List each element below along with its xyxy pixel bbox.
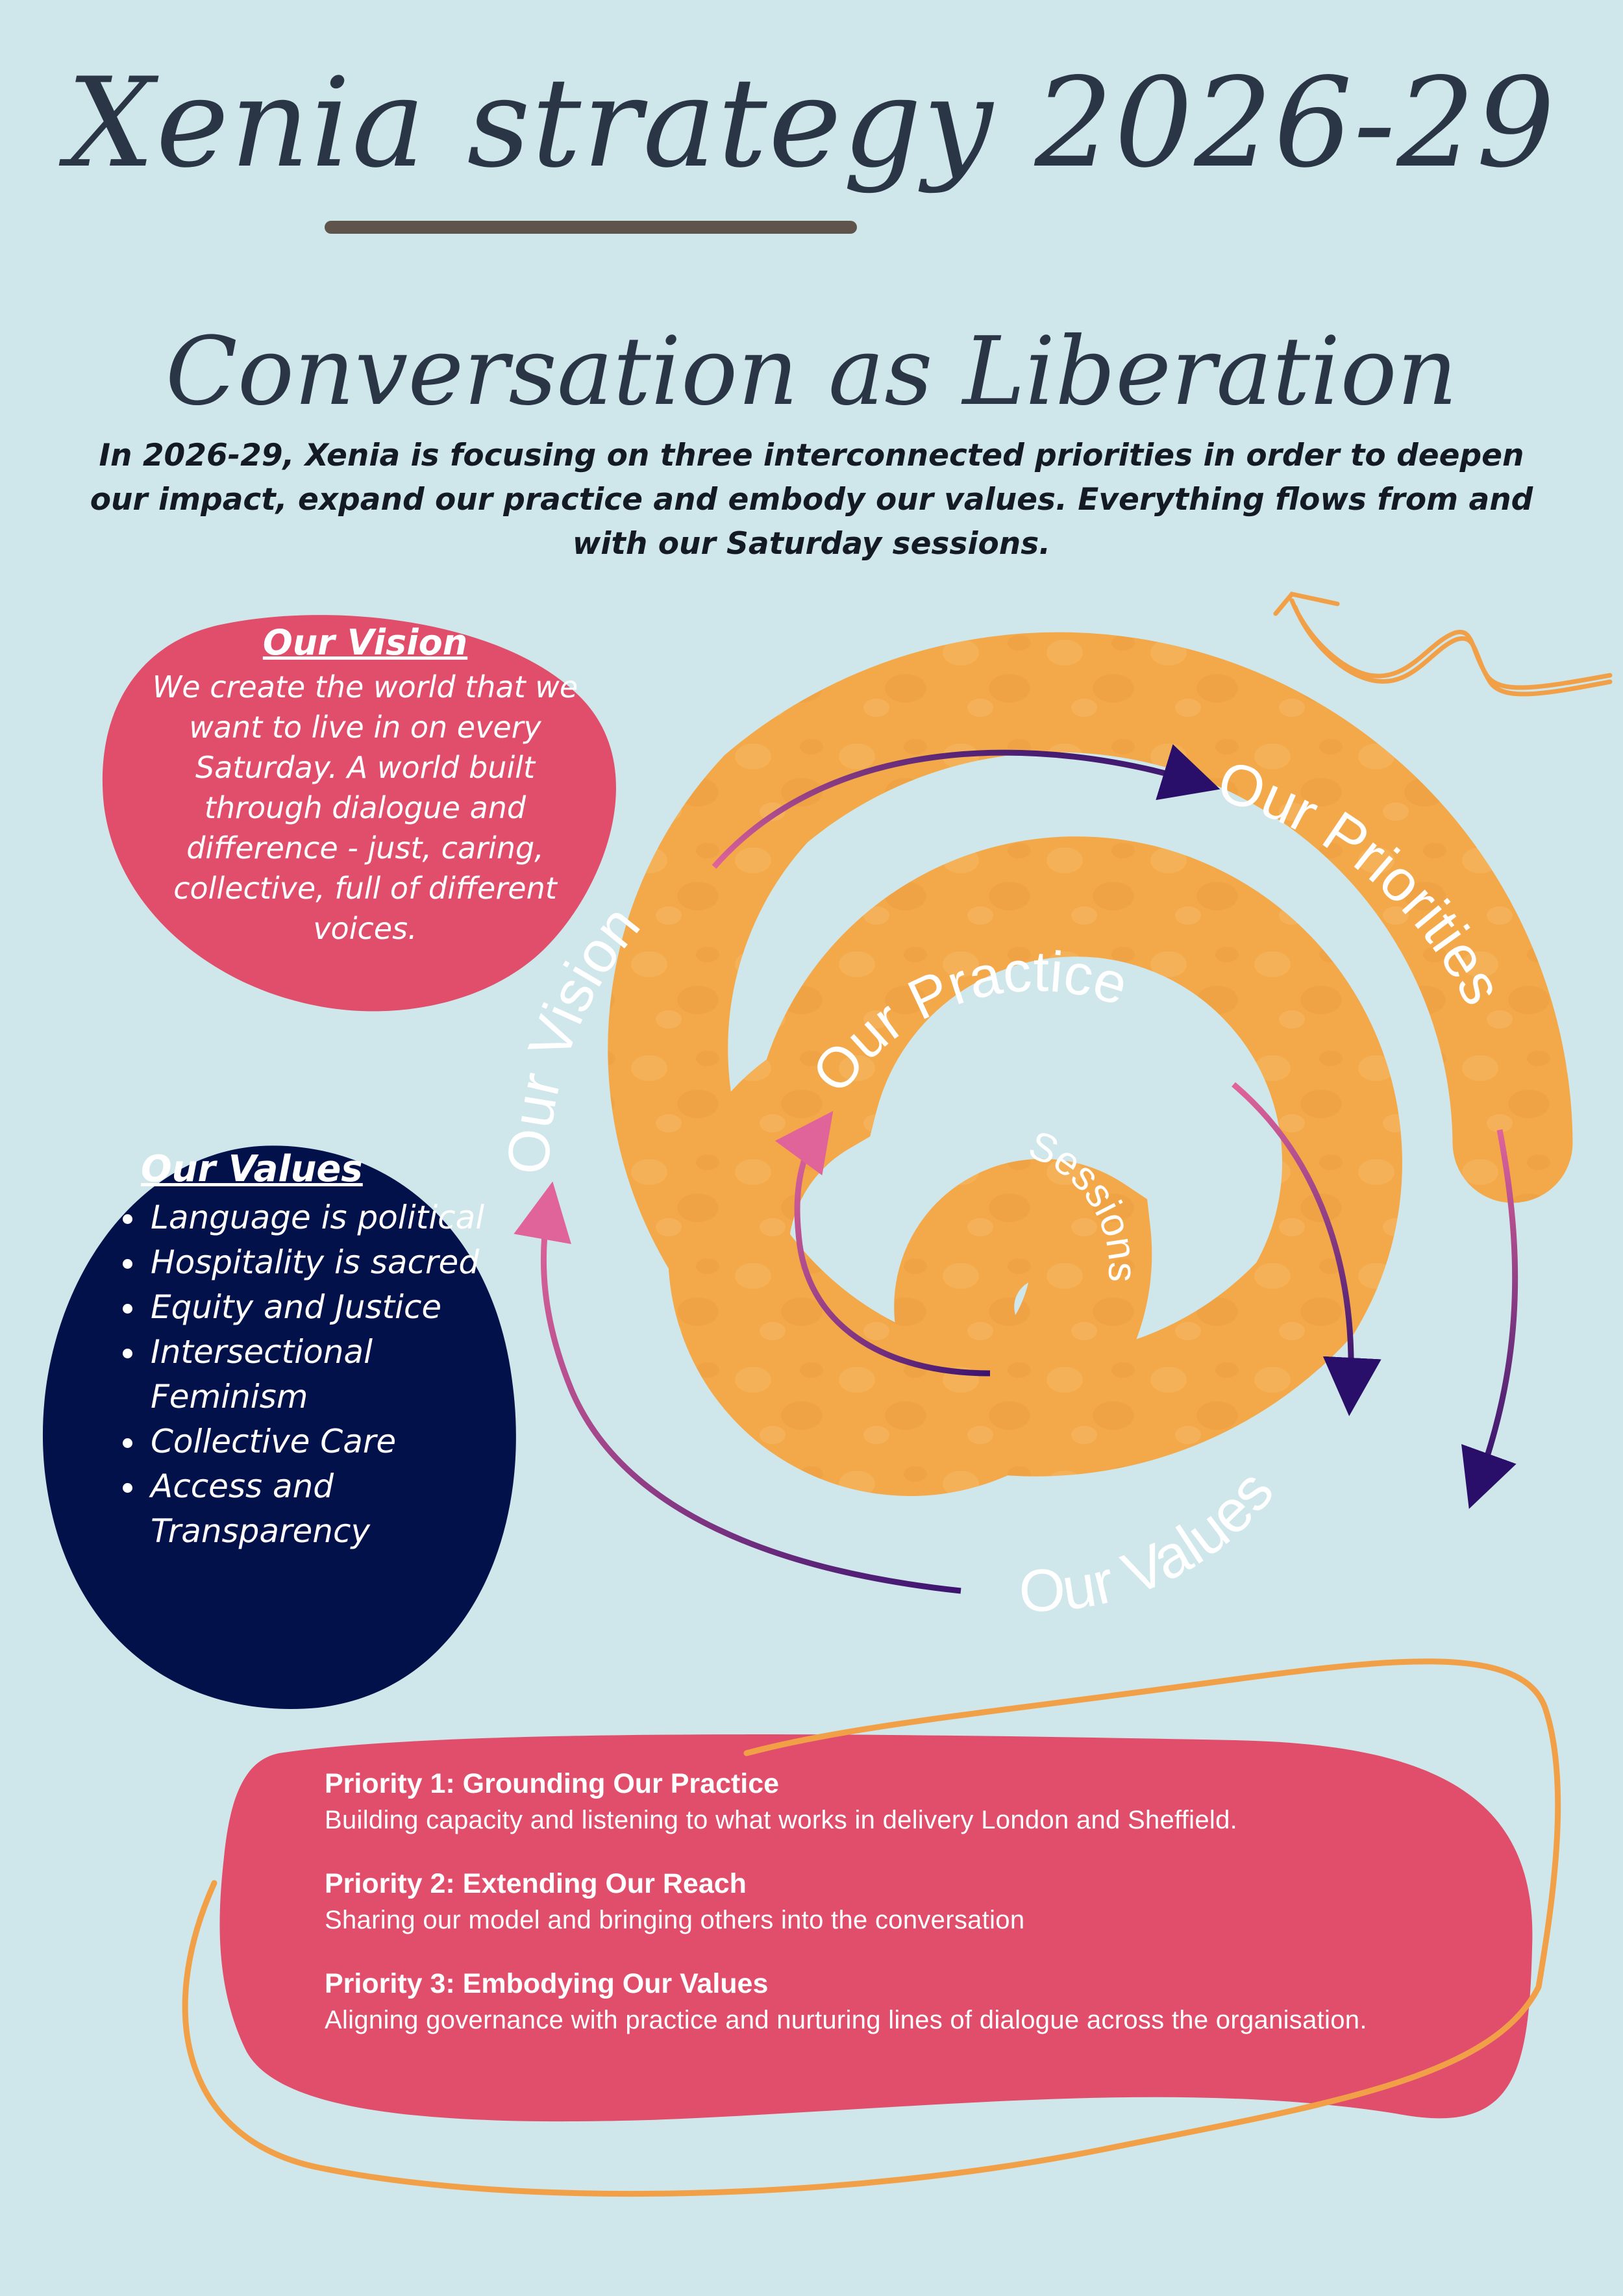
priority-item: Priority 2: Extending Our Reach Sharing … bbox=[325, 1866, 1493, 1939]
priorities-section: Priority 1: Grounding Our Practice Build… bbox=[325, 1766, 1493, 2066]
vision-body: We create the world that we want to live… bbox=[152, 669, 578, 946]
values-blob bbox=[42, 1145, 516, 1709]
values-section: Our Values Language is political Hospita… bbox=[104, 1148, 506, 1554]
priority-title: Priority 3: Embodying Our Values bbox=[325, 1968, 769, 1999]
values-list: Language is political Hospitality is sac… bbox=[104, 1195, 506, 1554]
priority-body: Building capacity and listening to what … bbox=[325, 1806, 1238, 1834]
values-list-item: Collective Care bbox=[147, 1419, 506, 1464]
priority-title: Priority 2: Extending Our Reach bbox=[325, 1868, 747, 1899]
arrow-vision-to-priorities bbox=[712, 744, 1220, 869]
values-list-item: Intersectional Feminism bbox=[147, 1330, 506, 1419]
decorative-loop bbox=[182, 1658, 1561, 2197]
spiral-label-values: Our Values bbox=[1019, 1458, 1287, 1625]
page-subtitle: Conversation as Liberation bbox=[165, 317, 1458, 427]
arrow-sessions-to-practice bbox=[774, 1110, 991, 1377]
priority-body: Aligning governance with practice and nu… bbox=[325, 2006, 1367, 2034]
priority-title: Priority 1: Grounding Our Practice bbox=[325, 1768, 780, 1799]
values-list-item: Equity and Justice bbox=[147, 1285, 506, 1330]
arrow-priorities-down bbox=[1461, 1129, 1518, 1509]
arrow-practice-to-values bbox=[1232, 1082, 1381, 1416]
decorative-squiggle bbox=[1273, 592, 1613, 697]
vision-section: Our Vision We create the world that we w… bbox=[149, 622, 581, 949]
values-list-item: Access and Transparency bbox=[147, 1464, 506, 1554]
priority-body: Sharing our model and bringing others in… bbox=[325, 1906, 1025, 1934]
spiral-band bbox=[608, 632, 1573, 1496]
page-title: Xenia strategy 2026-29 bbox=[66, 51, 1557, 195]
arrow-values-to-vision bbox=[514, 1181, 961, 1594]
values-list-item: Language is political bbox=[147, 1195, 506, 1240]
values-heading: Our Values bbox=[141, 1148, 363, 1190]
vision-blob bbox=[102, 615, 616, 1012]
vision-heading: Our Vision bbox=[262, 622, 468, 663]
values-list-item: Hospitality is sacred bbox=[147, 1240, 506, 1285]
priority-item: Priority 3: Embodying Our Values Alignin… bbox=[325, 1966, 1493, 2039]
priorities-blob bbox=[219, 1734, 1533, 2122]
title-underline bbox=[325, 221, 857, 234]
priority-item: Priority 1: Grounding Our Practice Build… bbox=[325, 1766, 1493, 1839]
intro-paragraph: In 2026-29, Xenia is focusing on three i… bbox=[90, 438, 1533, 562]
